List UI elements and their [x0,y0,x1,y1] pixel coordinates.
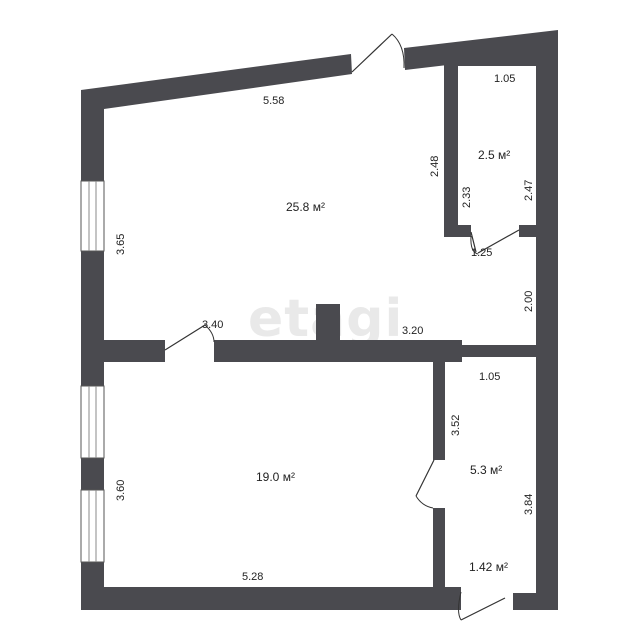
wall-bath-left [444,52,458,237]
dim-living-left: 3.65 [115,234,127,255]
wall-divider-left [104,340,165,362]
wall-hall-left-upper [433,362,445,460]
area-hall: 5.3 м² [470,463,502,477]
doors [164,33,520,621]
dim-living-divider-left: 3.40 [202,319,223,331]
dim-hall-right: 3.84 [523,494,535,515]
wall-left-mid1 [81,251,104,386]
dim-bath-left-outer: 2.48 [429,156,441,177]
area-living: 25.8 м² [286,200,325,214]
wall-top-left [81,54,352,110]
wall-bottom-left [81,587,461,610]
wall-right [536,45,558,610]
dim-hall-left: 3.52 [450,415,462,436]
wall-left-top [81,90,104,181]
wall-bath-bottom-left [444,225,471,237]
dim-bedroom-left: 3.60 [115,480,127,501]
wall-bath-top [444,52,536,66]
dim-bath-left-inner: 2.33 [461,187,473,208]
dim-living-divider-right: 3.20 [402,325,423,337]
door-entrance [458,591,506,621]
area-entry: 1.42 м² [469,560,508,574]
dim-bath-right: 2.47 [523,180,535,201]
door-living [164,324,215,351]
dim-bath-top: 1.05 [494,73,515,85]
wall-left-mid2 [81,458,104,490]
dim-bath-bottom: 1.25 [471,247,492,259]
wall-bottom-right [513,593,558,610]
window-living [80,180,105,252]
wall-hall-top [462,345,536,357]
wall-hall-left-lower [433,508,445,594]
dim-bedroom-bottom: 5.28 [242,571,263,583]
windows [80,180,105,563]
walls [81,30,558,610]
dim-top-wall: 5.58 [263,95,284,107]
area-bathroom: 2.5 м² [478,148,510,162]
room-area-labels: 25.8 м² 19.0 м² 2.5 м² 5.3 м² 1.42 м² [256,148,510,574]
door-top [351,33,405,73]
window-bedroom-upper [80,385,105,459]
window-bedroom-lower [80,489,105,563]
dim-corridor-right: 2.00 [523,291,535,312]
dim-hall-top: 1.05 [479,371,500,383]
wall-column [316,304,340,362]
wall-top-right [404,30,558,70]
area-bedroom: 19.0 м² [256,470,295,484]
dimension-labels: 5.58 3.65 3.40 3.20 1.05 2.48 2.33 2.47 … [115,73,535,583]
wall-bath-bottom-right [519,225,536,237]
door-bathroom [470,229,520,255]
door-bedroom [415,459,435,509]
